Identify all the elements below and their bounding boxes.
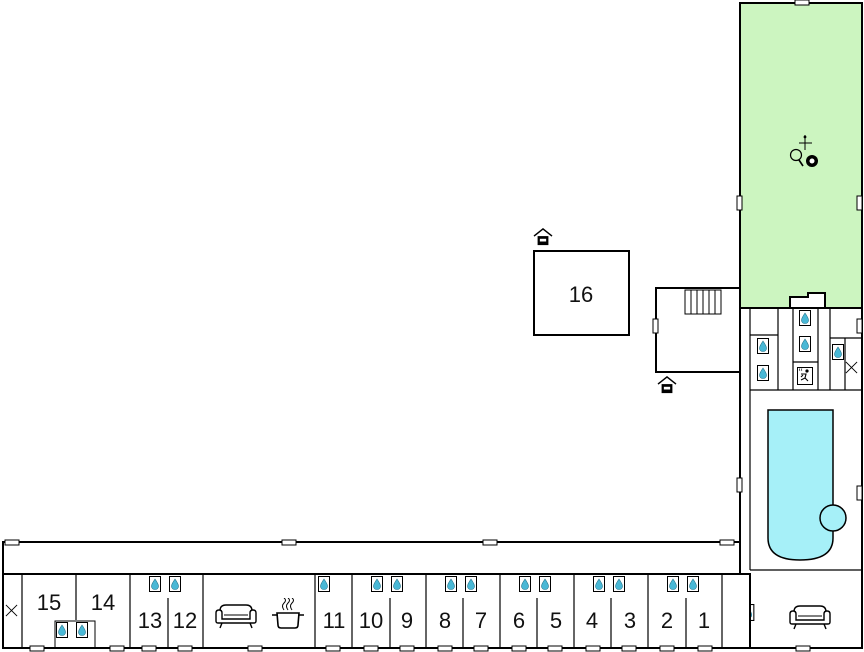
room-5-label: 5 [550, 608, 562, 633]
water-drop-icon [76, 622, 88, 638]
sauna-icon [797, 367, 813, 385]
unit-walls [21, 574, 723, 648]
water-drop-icon [799, 336, 811, 352]
water-drop-icon [799, 310, 811, 326]
water-drop-icon [371, 576, 383, 592]
room-1-label: 1 [698, 608, 710, 633]
water-drop-icon [149, 576, 161, 592]
stairs-icon [684, 289, 722, 315]
room-13-label: 13 [138, 608, 162, 633]
water-drop-icon [539, 576, 551, 592]
room-16-label: 16 [569, 282, 593, 307]
water-drop-icon [391, 576, 403, 592]
room-16 [533, 250, 630, 336]
windows [4, 0, 863, 652]
room-9-label: 9 [401, 608, 413, 633]
corridor [2, 541, 741, 575]
room-3-label: 3 [624, 608, 636, 633]
water-drop-icon [613, 576, 625, 592]
room-12-label: 12 [173, 608, 197, 633]
room-6-label: 6 [513, 608, 525, 633]
water-drop-icon [169, 576, 181, 592]
water-drop-icon [56, 622, 68, 638]
swimming-pool-icon [767, 409, 847, 561]
service-rooms [749, 308, 862, 571]
house-entrance-icon [657, 376, 677, 394]
table-tennis-icon [789, 135, 812, 167]
room-15-label: 15 [37, 590, 61, 615]
water-drop-icon [757, 338, 769, 354]
room-7-label: 7 [475, 608, 487, 633]
room-14-label: 14 [91, 590, 115, 615]
room-10-label: 10 [359, 608, 383, 633]
room-11-label: 11 [323, 608, 346, 633]
water-drop-icon [687, 576, 699, 592]
water-drop-icon [445, 576, 457, 592]
water-drop-icon [757, 365, 769, 381]
room-2-label: 2 [661, 608, 673, 633]
house-entrance-icon [533, 228, 553, 246]
water-drop-icon [318, 576, 330, 592]
room-8-label: 8 [439, 608, 451, 633]
water-drop-icon [667, 576, 679, 592]
water-drop-icon [593, 576, 605, 592]
bathroom-14-15 [54, 620, 96, 649]
room-4-label: 4 [586, 608, 598, 633]
water-drop-icon [465, 576, 477, 592]
water-drop-icon [832, 344, 844, 360]
water-drop-icon [519, 576, 531, 592]
billiard-ball-icon [806, 155, 818, 167]
